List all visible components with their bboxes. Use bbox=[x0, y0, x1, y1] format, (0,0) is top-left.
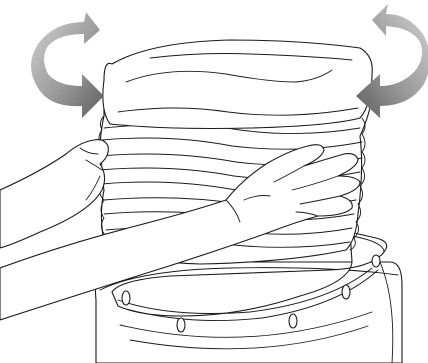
left-arm bbox=[0, 140, 108, 248]
rotate-arrow-left-icon bbox=[31, 12, 104, 118]
